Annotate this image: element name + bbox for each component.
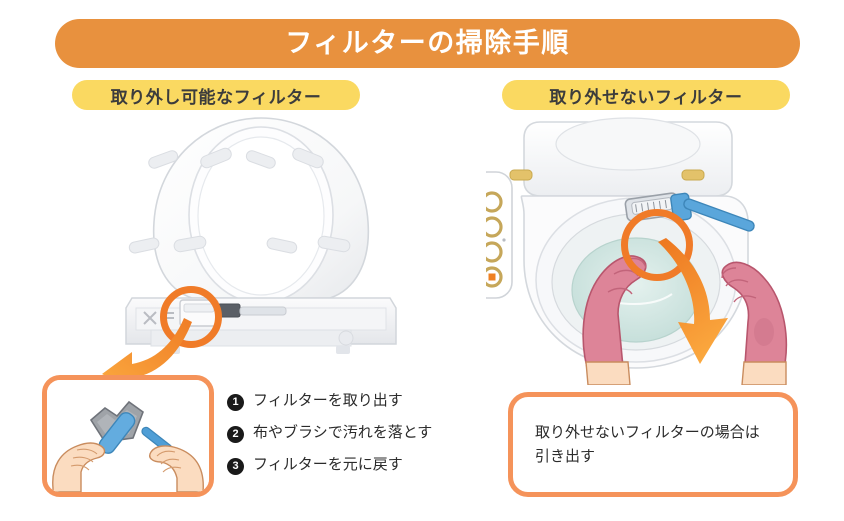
step-item: 2 布やブラシで汚れを落とす [227,424,467,443]
left-filter-highlight-ring [160,286,222,348]
step-label: フィルターを取り出す [253,392,403,409]
section-badge-non-removable-filter: 取り外せないフィルター [502,80,790,110]
right-filter-highlight-ring [621,209,693,281]
step-number: 3 [227,458,244,475]
cleaning-brush [683,198,755,232]
left-arrow-shape [102,318,192,390]
seat-inner-opening [197,136,325,296]
seat-bumpers-secondary [173,147,351,253]
step-label: フィルターを元に戻す [253,456,403,473]
filter-cleaning-inset-box [42,375,214,497]
page-title: フィルターの掃除手順 [285,28,570,58]
left-hand [52,442,106,492]
section-badge-right-label: 取り外せないフィルター [549,87,743,107]
base-dial [338,330,354,346]
base-foot-right [336,346,350,354]
right-gloved-hand [721,261,788,385]
lid-hinge-right [681,169,705,181]
step-item: 1 フィルターを取り出す [227,392,467,411]
callout-text-block: 取り外せないフィルターの場合は 引き出す [535,421,760,468]
callout-line-1: 取り外せないフィルターの場合は [535,424,760,442]
step-number: 2 [227,426,244,443]
step-item: 3 フィルターを元に戻す [227,456,467,475]
step-label: 布やブラシで汚れを落とす [253,424,433,441]
section-badge-left-label: 取り外し可能なフィルター [110,87,322,107]
lid-hinge-left [509,169,533,181]
control-panel-buttons[interactable] [486,191,503,288]
right-arrow-shape [658,238,728,364]
left-guide-arrow [102,318,192,390]
right-guide-arrow [658,238,728,364]
step-number: 1 [227,394,244,411]
panel-dot-right [502,238,506,242]
right-hand [149,445,204,492]
non-removable-filter-callout: 取り外せないフィルターの場合は 引き出す [508,392,798,497]
seat-bumpers [128,150,298,254]
cleaning-steps-list: 1 フィルターを取り出す 2 布やブラシで汚れを落とす 3 フィルターを元に戻す [227,392,467,488]
page-title-banner: フィルターの掃除手順 [55,19,800,68]
lid-inner-curve [555,117,701,171]
callout-line-2: 引き出す [535,447,596,465]
section-badge-removable-filter: 取り外し可能なフィルター [72,80,360,110]
hands-cleaning-filter-photo [47,380,209,492]
control-panel[interactable] [486,171,513,299]
